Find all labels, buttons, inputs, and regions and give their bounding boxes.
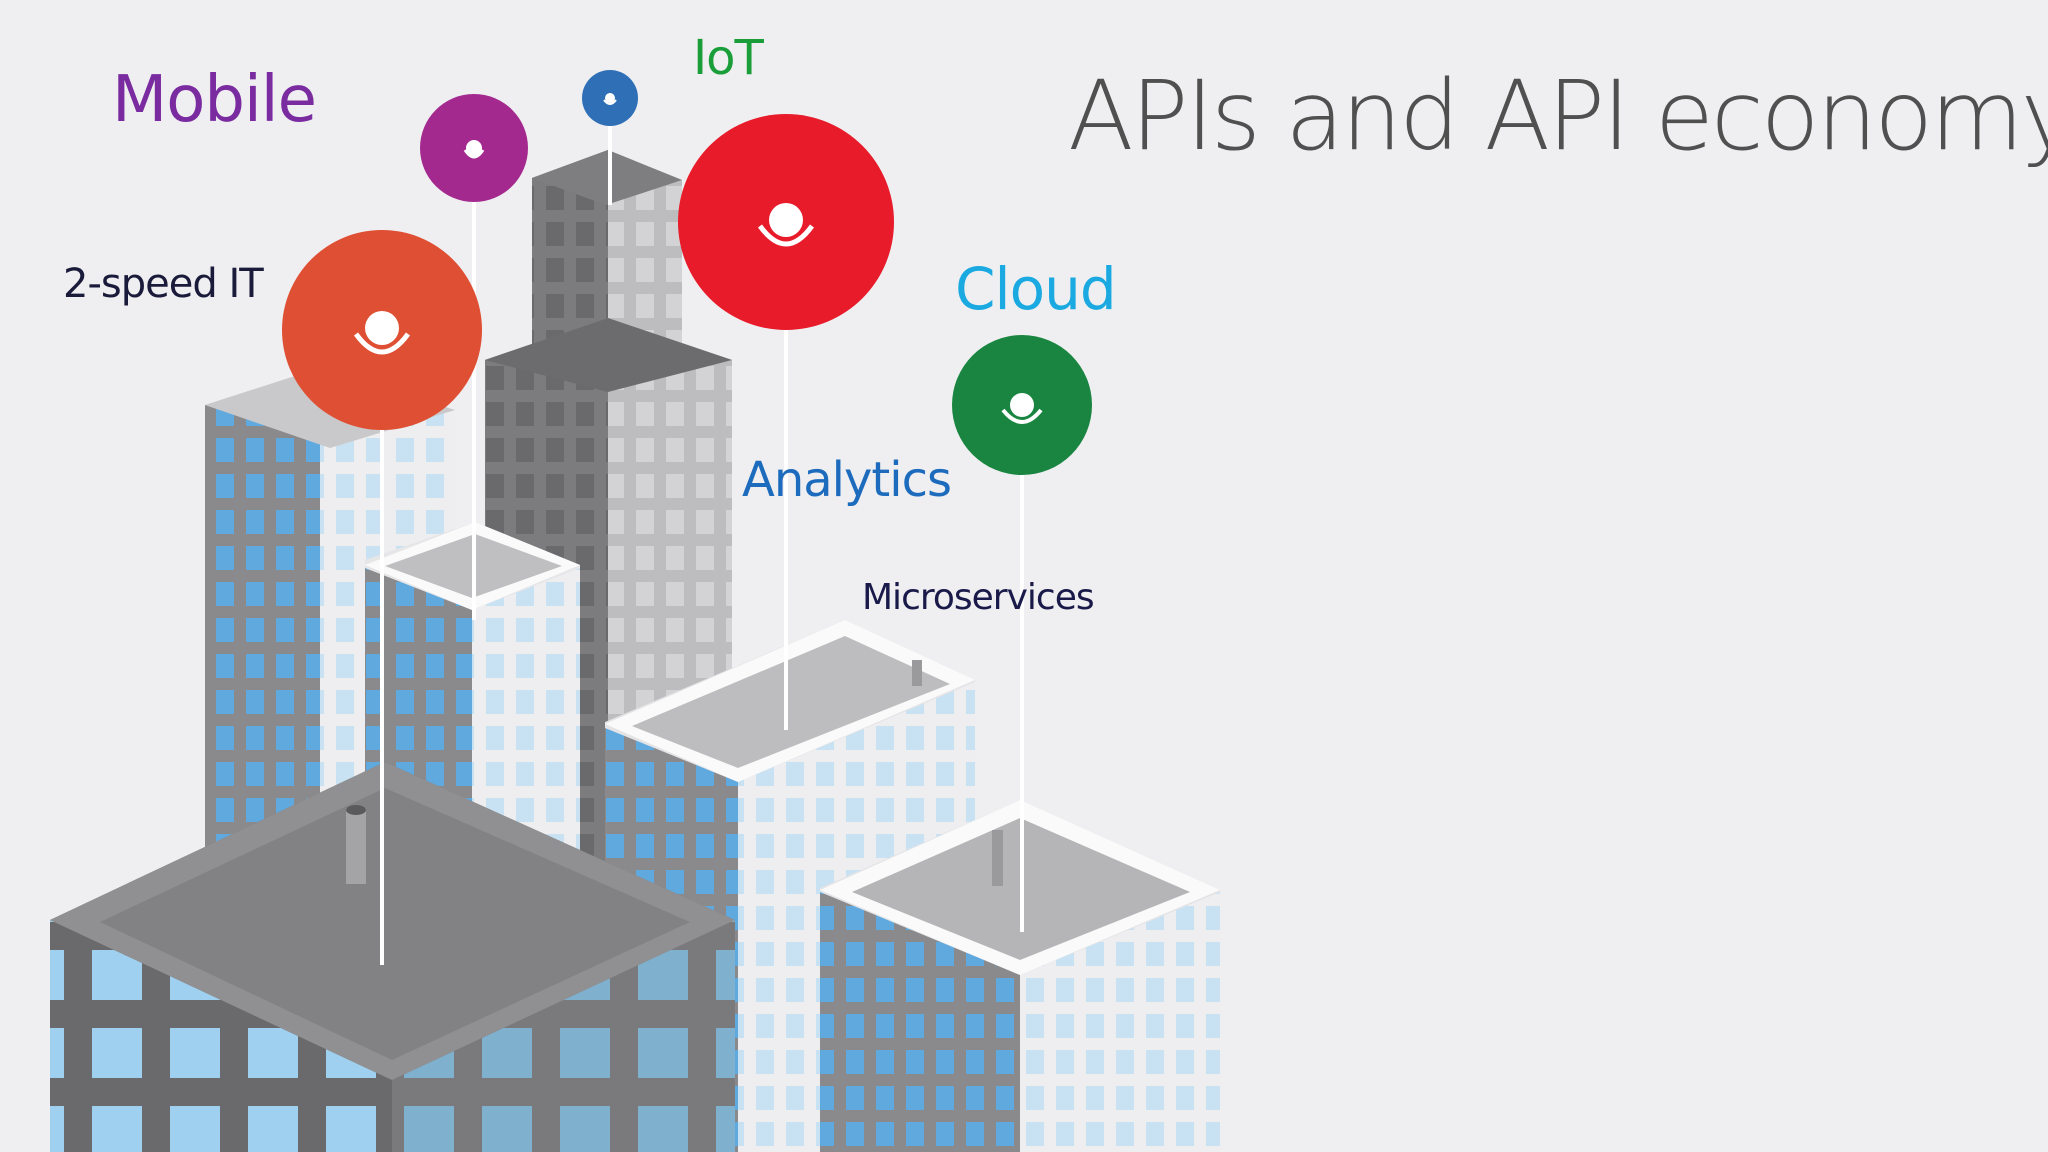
front-building [50,762,735,1152]
label-mobile: Mobile [112,63,317,137]
pin-orange [282,230,482,430]
pin-red [678,114,894,330]
antenna [346,808,366,884]
antenna [912,660,922,686]
label-iot: IoT [693,30,764,86]
label-microservices: Microservices [862,577,1095,618]
pin-blue [582,70,638,126]
antenna [992,830,1003,886]
page-title: APIs and API economy [1068,60,2048,172]
pin-green [952,335,1092,475]
label-analytics: Analytics [742,452,952,508]
label-cloud: Cloud [955,255,1117,323]
label-2-speed-it: 2-speed IT [63,261,264,307]
pin-lines [380,98,1024,965]
pin-magenta [420,94,528,202]
